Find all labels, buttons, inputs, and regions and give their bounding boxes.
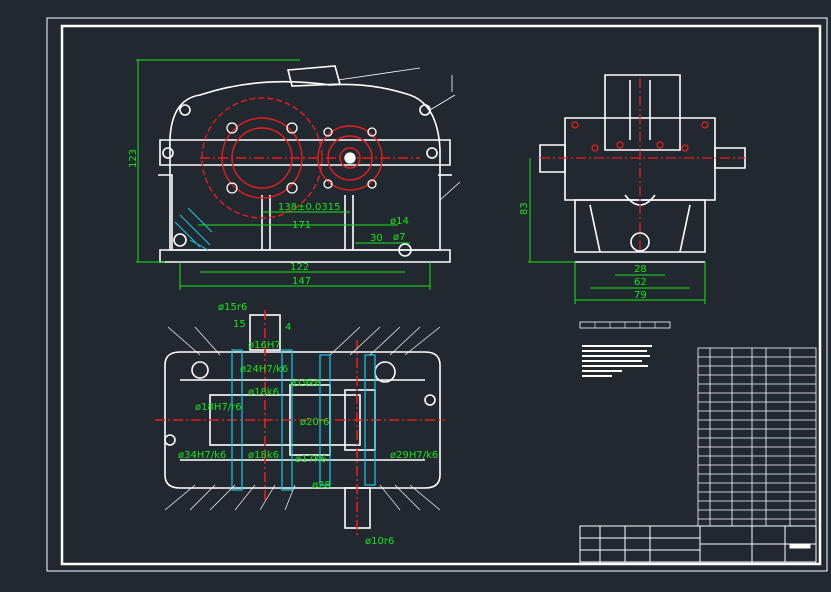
title-block — [579, 525, 817, 563]
dim-62: 62 — [634, 277, 647, 288]
outer-border — [46, 17, 828, 572]
front-view-bolts — [226, 122, 377, 194]
side-view — [539, 74, 746, 263]
dim-147: 147 — [292, 276, 311, 287]
dim-122: 122 — [290, 262, 309, 273]
dim-center-distance: 138±0.0315 — [278, 202, 340, 213]
dim-dia-7: ø7 — [393, 232, 405, 243]
dim-height-123: 123 — [128, 149, 139, 168]
dim-28: 28 — [634, 264, 647, 275]
plan-view — [155, 310, 445, 535]
front-view-gears — [200, 97, 420, 219]
fit-28: ø28 — [312, 480, 331, 491]
fit-34H7k6: ø34H7/k6 — [178, 450, 226, 461]
fit-top-shaft: ø15r6 — [218, 302, 247, 313]
fit-17K6: ø17K6 — [295, 454, 327, 465]
parts-list-table — [697, 347, 817, 527]
fit-20r6: ø20r6 — [300, 417, 329, 428]
plan-view-leaders — [164, 326, 441, 511]
fit-24H7k6: ø24H7/k6 — [240, 364, 288, 375]
fit-label-15: 15 — [233, 319, 246, 330]
front-view — [158, 65, 452, 263]
front-view-leaders — [337, 67, 461, 201]
side-view-dim-lines — [528, 158, 706, 304]
dim-30: 30 — [370, 233, 383, 244]
dim-height-83: 83 — [519, 202, 530, 215]
inner-border — [60, 24, 822, 566]
front-view-hatching — [174, 207, 213, 251]
front-view-dim-lines — [136, 59, 431, 290]
fit-bottom-shaft: ø10r6 — [365, 536, 394, 547]
side-view-red — [540, 78, 745, 250]
fit-label-4: 4 — [285, 322, 291, 333]
fit-18H7r6: ø18H7/r6 — [195, 402, 242, 413]
fit-18k6-b: ø18k6 — [248, 450, 279, 461]
dim-dia-14: ø14 — [390, 216, 409, 227]
technical-notes — [579, 321, 671, 377]
fit-19k6: ø19k6 — [290, 378, 321, 389]
dim-171: 171 — [292, 220, 311, 231]
fit-29H7k6: ø29H7/k6 — [390, 450, 438, 461]
fit-16H7: ø16H7 — [248, 340, 281, 351]
fit-18k6-a: ø18k6 — [248, 387, 279, 398]
dim-79: 79 — [634, 290, 647, 301]
